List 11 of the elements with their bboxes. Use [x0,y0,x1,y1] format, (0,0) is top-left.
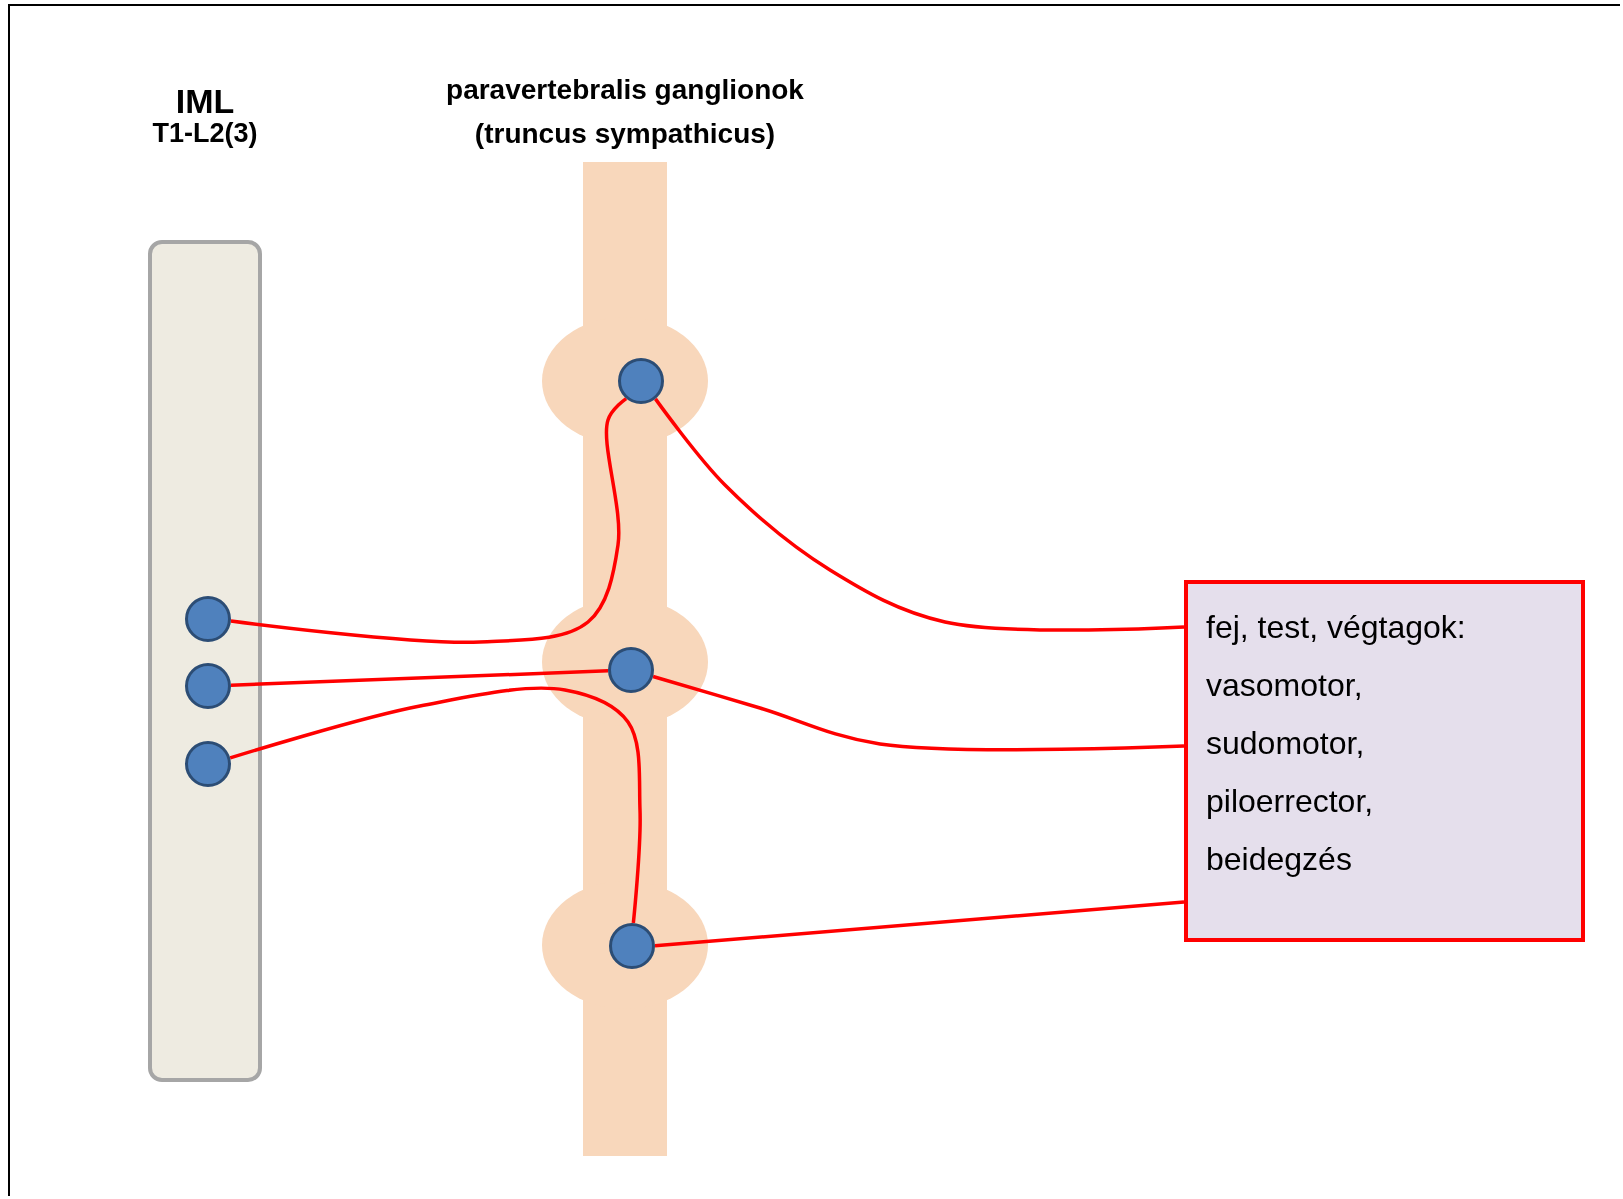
nerve-fiber-line [229,686,642,924]
target-box [1184,580,1585,942]
nerve-fiber-line [654,900,1185,948]
column-heading: T1-L2(3) [151,118,259,149]
column-heading: IML [174,82,236,121]
nerve-fiber-line [652,674,1185,752]
nerve-fiber-line [230,397,628,644]
trunk-heading: paravertebralis ganglionok (truncus sympathicus) [445,73,805,151]
nerve-fiber-line [230,669,609,687]
nerve-fiber-line [654,397,1185,632]
target-description: fej, test, végtagok: vasomotor, sudomotor, piloerrector, beidegzés [1206,608,1467,879]
